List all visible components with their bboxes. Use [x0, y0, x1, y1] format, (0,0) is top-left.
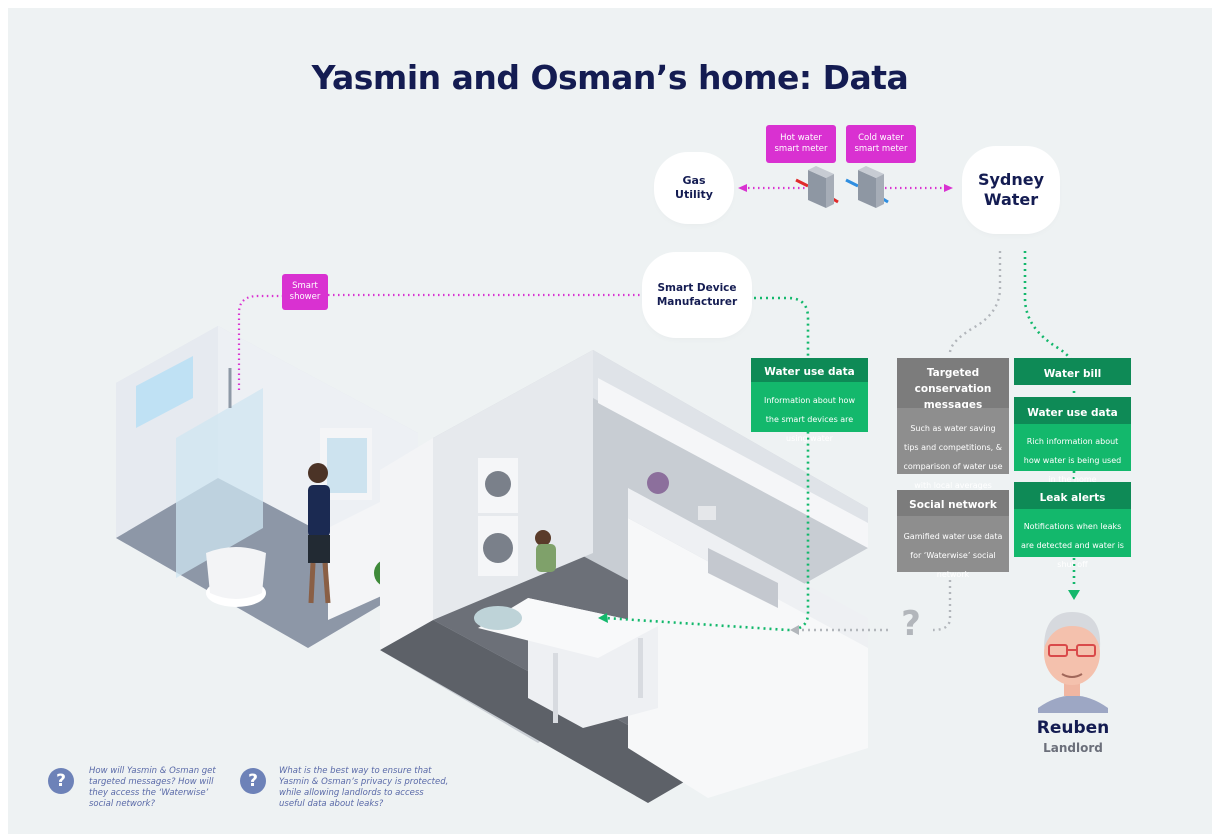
- water-use-heading: Water use data: [1027, 407, 1118, 419]
- question-text-1: How will Yasmin & Osman get targeted mes…: [89, 766, 216, 809]
- cold-water-meter-label: Cold water smart meter: [854, 133, 908, 154]
- gas-utility-cloud: Gas Utility: [660, 158, 728, 218]
- leak-alerts-heading: Leak alerts: [1039, 492, 1106, 504]
- social-network-text: Gamified water use data for ‘Waterwise’ …: [903, 532, 1003, 579]
- smart-shower-tag: Smart shower: [282, 274, 328, 310]
- cold-water-meter-icon: [845, 166, 889, 208]
- kitchen-illustration: [380, 350, 868, 803]
- manufacturer-data-text: Information about how the smart devices …: [764, 396, 855, 443]
- hot-water-meter-label: Hot water smart meter: [774, 133, 828, 154]
- targeted-messages-text: Such as water saving tips and competitio…: [903, 424, 1003, 490]
- water-bill-box: Water bill: [1014, 358, 1131, 385]
- smart-shower-label: Smart shower: [289, 281, 321, 302]
- water-use-body: Rich information about how water is bein…: [1014, 424, 1131, 484]
- flow-question-mark: ?: [901, 604, 921, 644]
- sydney-water-label: Sydney Water: [977, 170, 1045, 209]
- targeted-messages-heading: Targeted conservation messages: [914, 367, 992, 411]
- manufacturer-data-header: Water use data: [751, 358, 868, 382]
- diagram-canvas: Yasmin and Osman’s home: Data: [8, 8, 1212, 834]
- question-icon-2: ?: [240, 768, 266, 794]
- magenta-arrowheads: [642, 184, 953, 299]
- bathroom-illustration: [116, 326, 418, 648]
- question-text-2: What is the best way to ensure that Yasm…: [279, 766, 449, 809]
- gray-arrowhead: [790, 625, 799, 635]
- manufacturer-data-body: Information about how the smart devices …: [751, 382, 868, 443]
- water-use-header: Water use data: [1014, 397, 1131, 424]
- landlord-role: Landlord: [1043, 741, 1103, 755]
- green-arrowheads: [598, 590, 1080, 623]
- social-network-header: Social network: [897, 490, 1009, 516]
- gray-connectors: [798, 251, 1002, 632]
- sydney-water-cloud: Sydney Water: [968, 152, 1054, 228]
- targeted-messages-header: Targeted conservation messages: [897, 358, 1009, 411]
- manufacturer-data-heading: Water use data: [764, 366, 855, 378]
- leak-alerts-header: Leak alerts: [1014, 482, 1131, 509]
- hot-water-meter-tag: Hot water smart meter: [766, 125, 836, 163]
- page-title: Yasmin and Osman’s home: Data: [311, 58, 909, 97]
- hot-water-meter-icon: [795, 166, 839, 208]
- landlord-avatar: [1038, 612, 1108, 713]
- water-bill-heading: Water bill: [1043, 368, 1102, 380]
- diagram-illustration: [116, 166, 1108, 803]
- gas-utility-label: Gas Utility: [675, 174, 713, 201]
- water-use-text: Rich information about how water is bein…: [1023, 437, 1122, 484]
- smart-device-manufacturer-cloud: Smart Device Manufacturer: [648, 258, 746, 332]
- question-icon-1: ?: [48, 768, 74, 794]
- leak-alerts-body: Notifications when leaks are detected an…: [1014, 509, 1131, 569]
- landlord-name: Reuben: [1036, 718, 1110, 738]
- targeted-messages-body: Such as water saving tips and competitio…: [897, 408, 1009, 490]
- social-network-heading: Social network: [909, 499, 997, 511]
- cold-water-meter-tag: Cold water smart meter: [846, 125, 916, 163]
- social-network-body: Gamified water use data for ‘Waterwise’ …: [897, 516, 1009, 579]
- smart-device-manufacturer-label: Smart Device Manufacturer: [656, 282, 738, 308]
- magenta-connectors: [237, 186, 948, 390]
- leak-alerts-text: Notifications when leaks are detected an…: [1021, 522, 1124, 569]
